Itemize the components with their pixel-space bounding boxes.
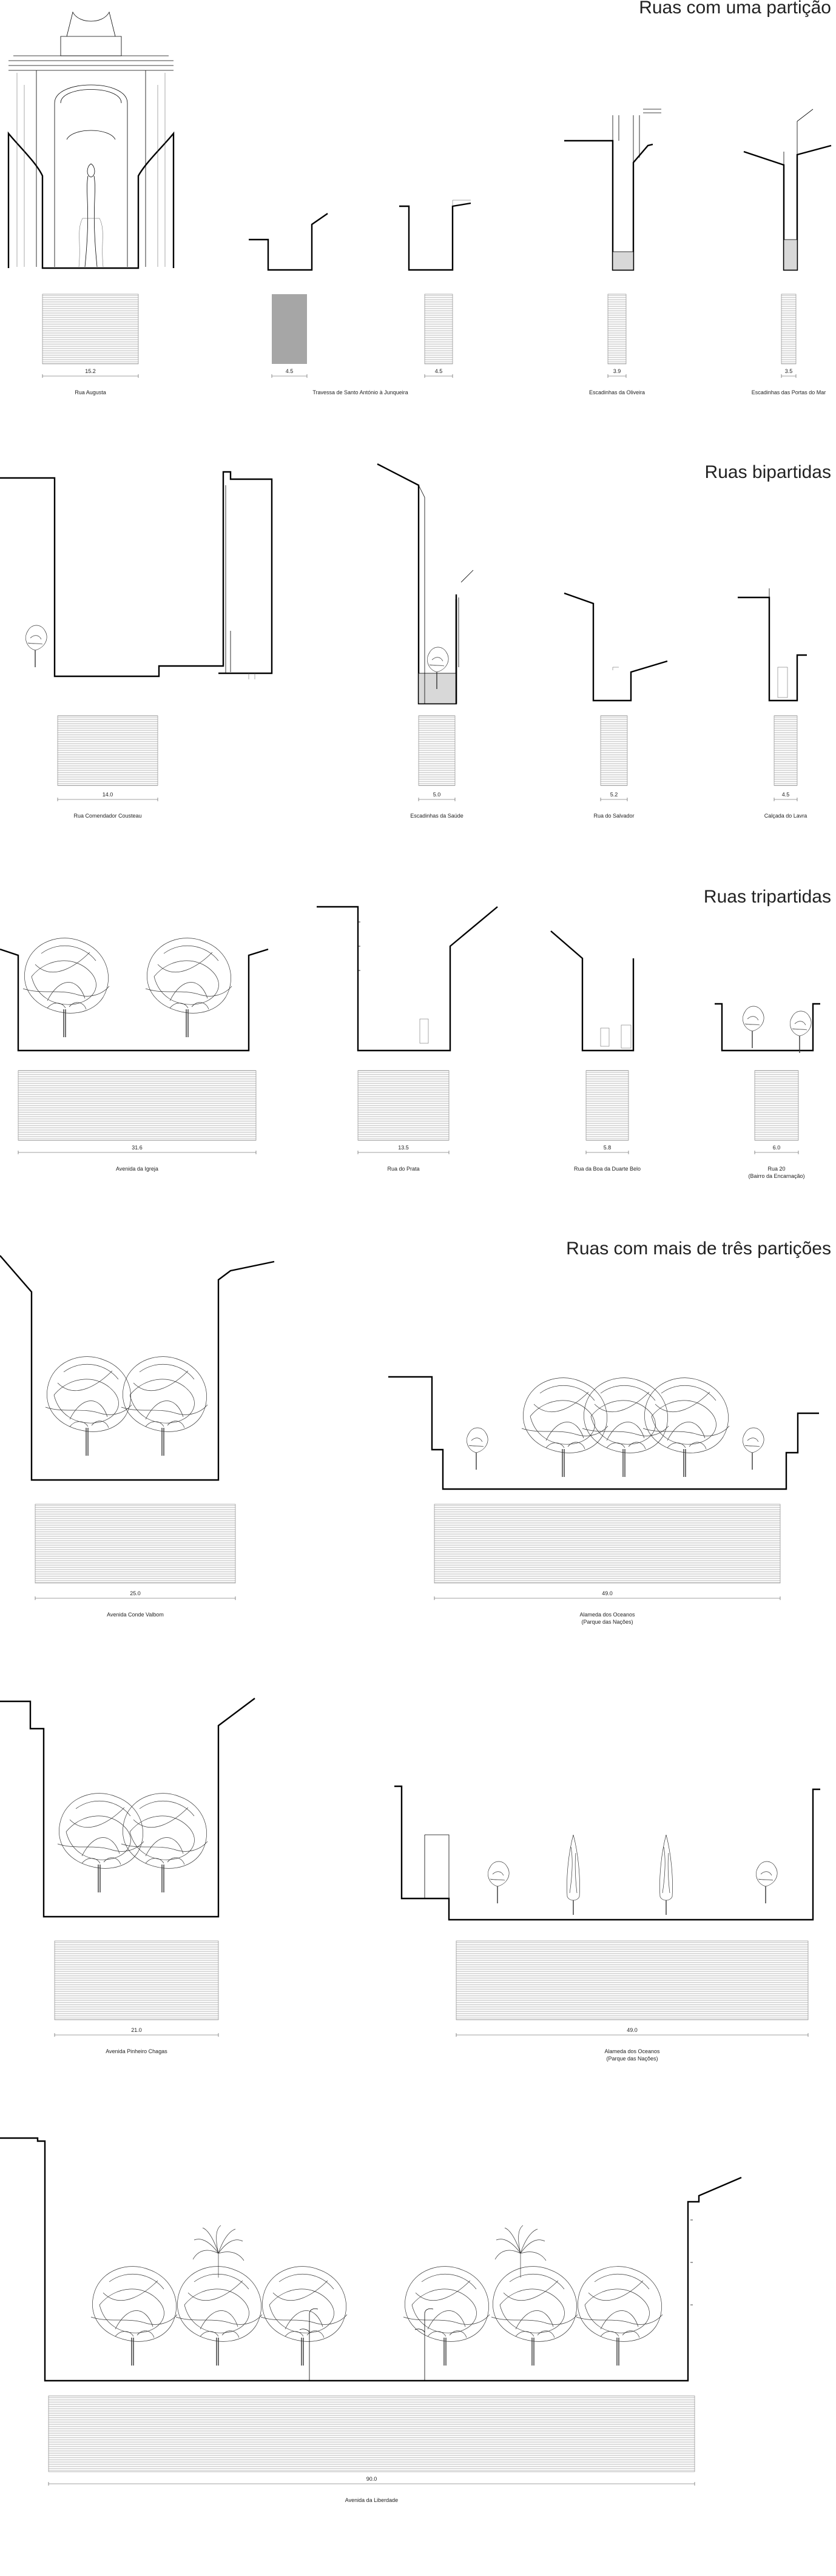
section-avenida-liberdade bbox=[0, 2137, 742, 2382]
street-width-label: 14.0 bbox=[103, 792, 113, 798]
street-name-caption: Avenida da Igreja bbox=[116, 1166, 158, 1172]
section-alameda-oceanos-2 bbox=[394, 1785, 820, 1921]
street-width-label: 5.8 bbox=[604, 1145, 612, 1151]
street-width-label: 5.0 bbox=[433, 792, 441, 798]
street-name-caption: Alameda dos Oceanos bbox=[604, 2048, 660, 2054]
section-escadinhas-portas-mar bbox=[743, 109, 832, 271]
plans-mais-3 bbox=[48, 2395, 695, 2472]
street-width-label: 49.0 bbox=[602, 1590, 613, 1596]
section-avenida-conde-valbom bbox=[0, 1255, 275, 1481]
plans-bipartidas bbox=[57, 715, 798, 786]
plans-mais-1 bbox=[35, 1504, 781, 1584]
street-name-caption: Rua Augusta bbox=[75, 389, 106, 395]
street-width-label: 3.9 bbox=[613, 368, 621, 374]
section-calcada-lavra bbox=[738, 588, 807, 702]
street-name-caption: Calçada do Lavra bbox=[764, 813, 807, 819]
street-width-label: 21.0 bbox=[131, 2027, 142, 2033]
street-name-caption: Escadinhas da Oliveira bbox=[589, 389, 645, 395]
street-width-label: 4.5 bbox=[286, 368, 294, 374]
section-escadinhas-saude bbox=[377, 463, 474, 705]
section-heading-uma: Ruas com uma partição bbox=[639, 0, 831, 18]
section-escadinhas-oliveira bbox=[564, 109, 661, 271]
street-name-caption: Escadinhas das Portas do Mar bbox=[752, 389, 826, 395]
street-name-caption: Rua do Salvador bbox=[593, 813, 634, 819]
street-name-caption: Escadinhas da Saúde bbox=[410, 813, 464, 819]
section-rua-comendador-cousteau bbox=[0, 471, 273, 679]
street-width-label: 90.0 bbox=[366, 2476, 377, 2482]
street-width-label: 25.0 bbox=[130, 1590, 141, 1596]
street-name-caption: Avenida Pinheiro Chagas bbox=[106, 2048, 167, 2054]
section-avenida-pinheiro-chagas bbox=[0, 1698, 255, 1918]
section-avenida-igreja bbox=[0, 937, 269, 1052]
street-width-label: 31.6 bbox=[132, 1145, 143, 1151]
street-name-caption: Avenida Conde Valbom bbox=[107, 1612, 164, 1618]
street-width-label: 13.5 bbox=[398, 1145, 409, 1151]
street-width-label: 49.0 bbox=[627, 2027, 638, 2033]
street-name-caption: (Parque das Nações) bbox=[581, 1619, 633, 1625]
street-name-caption: Travessa de Santo António à Junqueira bbox=[312, 389, 408, 395]
section-rua-20 bbox=[715, 1003, 820, 1054]
plans-mais-2 bbox=[54, 1940, 809, 2020]
street-name-caption: Rua do Prata bbox=[387, 1166, 419, 1172]
street-name-caption: Avenida da Liberdade bbox=[345, 2497, 398, 2503]
street-width-label: 5.2 bbox=[610, 792, 618, 798]
street-name-caption: (Bairro da Encarnação) bbox=[748, 1173, 804, 1179]
street-name-caption: Rua da Boa da Duarte Belo bbox=[574, 1166, 641, 1172]
street-width-label: 4.5 bbox=[435, 368, 443, 374]
street-width-label: 4.5 bbox=[782, 792, 790, 798]
section-alameda-oceanos-1 bbox=[388, 1376, 819, 1490]
street-width-label: 15.2 bbox=[85, 368, 96, 374]
street-name-caption: Rua Comendador Cousteau bbox=[73, 813, 141, 819]
plans-uma bbox=[42, 294, 797, 365]
section-heading-bipartidas: Ruas bipartidas bbox=[705, 462, 831, 482]
plans-tripartidas bbox=[18, 1070, 799, 1141]
section-rua-prata bbox=[317, 906, 498, 1052]
section-rua-salvador bbox=[564, 592, 668, 702]
section-travessa-b bbox=[399, 200, 471, 271]
section-heading-tripartidas: Ruas tripartidas bbox=[704, 887, 831, 907]
street-width-label: 3.5 bbox=[785, 368, 793, 374]
section-heading-mais: Ruas com mais de três partições bbox=[566, 1239, 831, 1259]
street-width-label: 6.0 bbox=[773, 1145, 781, 1151]
street-name-caption: Rua 20 bbox=[767, 1166, 785, 1172]
section-rua-augusta bbox=[7, 11, 175, 269]
street-name-caption: Alameda dos Oceanos bbox=[579, 1612, 635, 1618]
section-travessa-a bbox=[249, 213, 328, 271]
street-name-caption: (Parque das Nações) bbox=[606, 2056, 658, 2062]
section-rua-boa-duarte-belo bbox=[550, 930, 635, 1052]
